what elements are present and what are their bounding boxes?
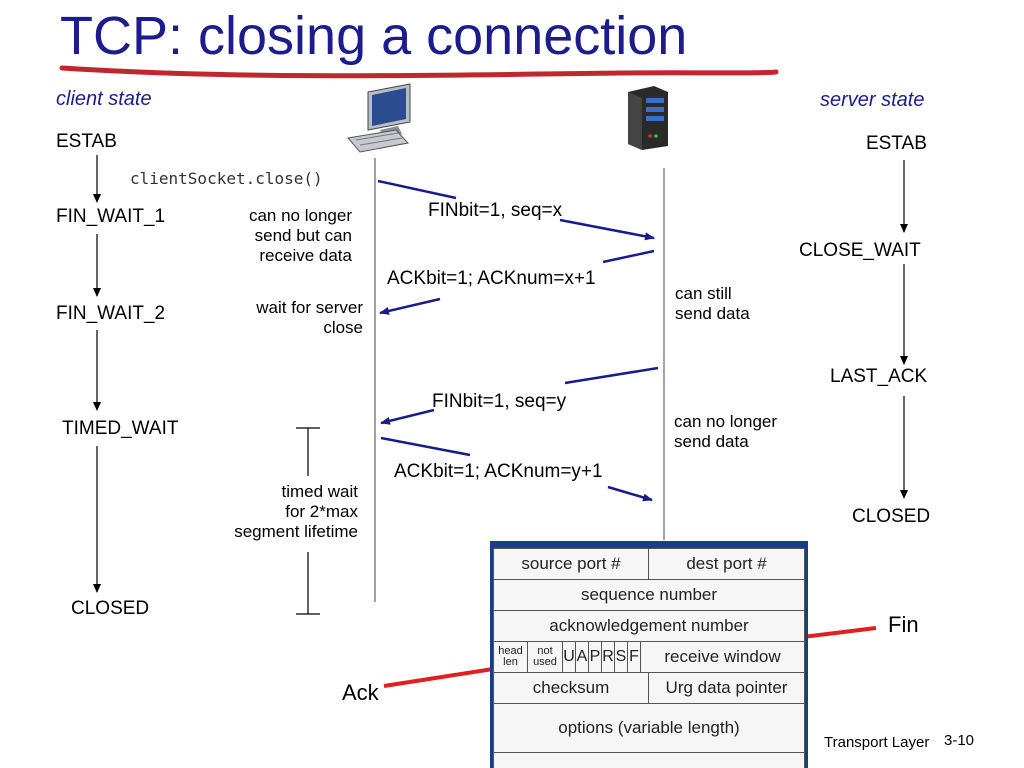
flag-psh: P [588,641,602,673]
tcp-segment-body: source port # dest port # sequence numbe… [493,548,805,768]
fin-y-line-1 [564,366,659,385]
flag-urg: U [562,641,576,673]
close-call-label: clientSocket.close() [130,169,323,188]
field-sequence-number: sequence number [493,579,805,611]
note-client-fin-wait-2: wait for server close [212,298,363,338]
client-state-closed: CLOSED [71,598,150,619]
note-line: can no longer [248,206,352,225]
note-line: receive data [259,246,352,265]
ack-y-line-2 [607,485,653,502]
desktop-computer-icon [347,83,411,153]
field-checksum: checksum [493,672,649,704]
field-ack-number: acknowledgement number [493,610,805,642]
client-state-estab: ESTAB [56,131,117,152]
tcp-segment-header: source port # dest port # sequence numbe… [490,541,808,768]
flag-ack: A [575,641,589,673]
server-state-label: server state [820,89,925,111]
message-fin-x: FINbit=1, seq=x [428,200,563,221]
field-dest-port: dest port # [648,548,805,580]
page-number: 3-10 [944,732,975,749]
field-head-len: head len [493,641,528,673]
title-underline [59,65,779,79]
note-line: send data [674,432,749,451]
field-not-used: not used [527,641,563,673]
fin-x-line-2 [559,218,655,241]
note-timed-wait: timed wait for 2*max segment lifetime [206,482,358,542]
message-ack-y: ACKbit=1; ACKnum=y+1 [394,461,603,482]
note-line: can still [675,284,732,303]
server-tower-icon [628,86,668,150]
note-line: can no longer [674,412,778,431]
note-line: timed wait [281,482,358,501]
server-state-estab: ESTAB [866,133,927,154]
field-receive-window: receive window [640,641,805,673]
fin-x-line-1 [377,179,457,200]
note-line: send data [675,304,750,323]
message-fin-y: FINbit=1, seq=y [432,391,567,412]
field-data [493,752,805,768]
note-server-still-send: can still send data [675,284,750,324]
note-line: segment lifetime [234,522,358,541]
flag-fin: F [627,641,641,673]
server-state-close-wait: CLOSE_WAIT [799,240,921,261]
ack-x-line-2 [379,297,441,315]
client-state-timed-wait: TIMED_WAIT [62,418,179,439]
field-source-port: source port # [493,548,649,580]
fin-callout-label: Fin [888,612,919,637]
note-line: send but can [254,226,352,245]
page-title: TCP: closing a connection [60,6,688,66]
server-state-last-ack: LAST_ACK [830,366,928,387]
field-options: options (variable length) [493,703,805,753]
ack-y-line-1 [380,436,471,457]
client-state-fin-wait-1: FIN_WAIT_1 [56,206,166,227]
client-state-fin-wait-2: FIN_WAIT_2 [56,303,166,324]
client-state-label: client state [56,88,152,110]
note-line: close [323,318,363,337]
message-ack-x: ACKbit=1; ACKnum=x+1 [387,268,596,289]
note-line: for 2*max [285,502,358,521]
flag-syn: S [614,641,628,673]
footer-label: Transport Layer [824,734,930,751]
note-client-fin-wait-1: can no longer send but can receive data [212,206,352,266]
server-state-closed: CLOSED [852,506,931,527]
flag-rst: R [601,641,615,673]
ack-x-line-1 [602,249,655,264]
fin-y-line-2 [380,408,435,425]
note-line: wait for server [256,298,363,317]
note-server-no-send: can no longer send data [674,412,777,452]
ack-callout-label: Ack [342,680,379,705]
field-urg-pointer: Urg data pointer [648,672,805,704]
